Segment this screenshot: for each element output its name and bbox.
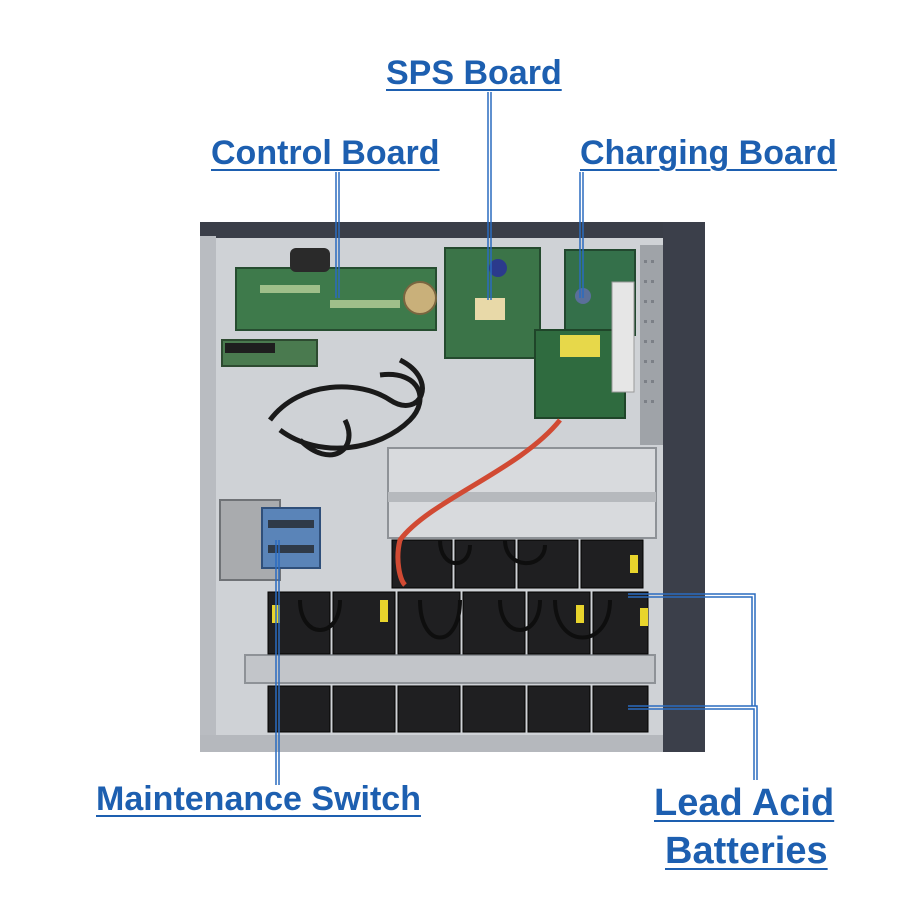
- battery-leader-lower: [628, 705, 758, 780]
- control-board-chip: [290, 248, 330, 272]
- terminal-block: [261, 507, 321, 569]
- battery: [397, 591, 461, 655]
- sps-board-transformer: [475, 298, 505, 320]
- control-board-component: [260, 285, 320, 293]
- battery: [592, 591, 649, 655]
- battery: [332, 685, 396, 733]
- inner-right-wall: [640, 245, 663, 445]
- control-board-coil: [403, 281, 437, 315]
- charging-board-heatsink: [611, 281, 635, 393]
- sps-board-capacitor: [489, 259, 507, 277]
- charging-board-label: Charging Board: [580, 134, 837, 172]
- terminal-cap: [380, 600, 388, 622]
- charging-board: [534, 249, 636, 419]
- control-board-component-2: [330, 300, 400, 308]
- cable-bundle: [268, 357, 425, 458]
- charging-board-transformer: [560, 335, 600, 357]
- battery-tray-lip: [388, 492, 656, 502]
- cabinet-bottom-frame: [200, 735, 663, 752]
- terminal-block-screws: [268, 520, 314, 528]
- battery-leader-upper: [628, 593, 756, 706]
- sps-board: [444, 247, 541, 359]
- transformer-assembly: [219, 499, 321, 581]
- battery-link-cables: [298, 539, 612, 640]
- cabinet-left-frame: [200, 236, 216, 752]
- terminal-cap: [640, 608, 648, 626]
- maintenance-switch-label: Maintenance Switch: [96, 780, 421, 818]
- battery: [462, 591, 526, 655]
- battery: [267, 685, 331, 733]
- battery-tray: [244, 447, 657, 684]
- terminal-block-screws-2: [268, 545, 314, 553]
- battery: [527, 685, 591, 733]
- cabinet-right-side-panel: [663, 222, 705, 752]
- cabinet-top-edge: [200, 222, 705, 238]
- vent-perforation: [644, 260, 654, 403]
- battery-leader-upper-2: [628, 596, 753, 706]
- battery: [397, 685, 461, 733]
- battery-tray-rail: [244, 654, 656, 684]
- lead-acid-label-line1: Lead Acid: [654, 782, 835, 824]
- interface-card-connector: [225, 343, 275, 353]
- battery: [462, 685, 526, 733]
- battery-leader-lower-2: [628, 708, 755, 780]
- leader-lines: [275, 92, 758, 785]
- lead-acid-label-line2: Batteries: [665, 830, 828, 872]
- terminal-cap: [630, 555, 638, 573]
- control-board-label: Control Board: [211, 134, 440, 172]
- sps-board-label: SPS Board: [386, 54, 562, 92]
- red-cable: [395, 418, 562, 587]
- terminal-cap: [576, 605, 584, 623]
